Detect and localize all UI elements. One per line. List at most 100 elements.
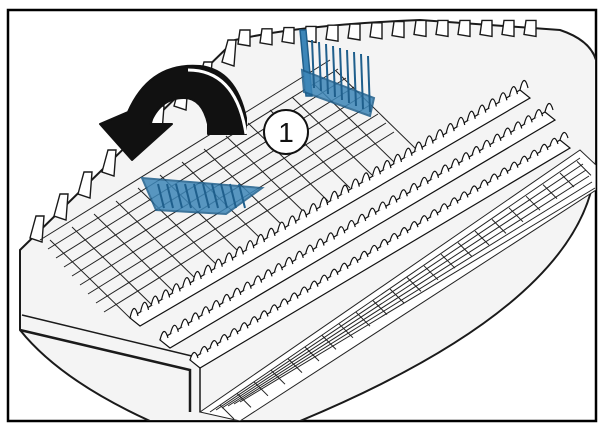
tine	[498, 92, 508, 103]
tine	[414, 141, 424, 152]
grid-line	[115, 200, 197, 280]
grid-line	[39, 59, 331, 241]
tine	[289, 292, 299, 301]
tine	[308, 203, 318, 214]
tine	[379, 238, 389, 248]
tine	[461, 152, 471, 162]
tine	[242, 281, 252, 291]
shelf-line	[559, 172, 575, 188]
tine	[502, 127, 512, 137]
shelf-line	[338, 323, 354, 339]
shelf-line	[372, 300, 388, 315]
upright-tine	[353, 51, 357, 107]
tine	[229, 328, 239, 337]
shelf-line	[355, 311, 371, 327]
upright-tine	[360, 53, 364, 110]
shelf-line	[440, 253, 456, 269]
wall-slot	[281, 26, 295, 45]
shelf-line	[236, 393, 252, 408]
tine	[424, 135, 434, 146]
tine	[284, 256, 294, 267]
tine	[508, 86, 519, 97]
tine	[298, 209, 308, 220]
tine	[513, 121, 523, 131]
tine	[340, 184, 350, 195]
tine	[403, 147, 413, 158]
wall-slot	[479, 19, 493, 38]
shelf-line	[491, 219, 507, 234]
shelf-line	[321, 335, 337, 350]
grid-line	[335, 70, 417, 150]
tine	[211, 300, 221, 310]
tine	[269, 304, 279, 313]
grid-line	[103, 131, 395, 313]
tine	[266, 227, 276, 239]
folded-tine	[229, 183, 237, 209]
tine	[459, 191, 469, 200]
wall-slot	[413, 19, 427, 38]
wall-slot	[101, 149, 117, 177]
shelf-line	[239, 187, 596, 403]
tine	[492, 133, 502, 143]
tine	[253, 275, 263, 285]
tine	[309, 280, 319, 289]
upright-tine	[367, 55, 371, 113]
tine	[299, 286, 309, 295]
tine	[203, 264, 213, 275]
tine	[171, 283, 181, 294]
shelf-line	[215, 163, 584, 411]
upright-tine	[325, 43, 329, 95]
shelf-line	[389, 288, 405, 304]
tine	[239, 322, 249, 331]
tine	[201, 306, 211, 316]
tine	[139, 301, 150, 312]
tine	[409, 183, 419, 193]
basket	[19, 18, 596, 421]
tine	[209, 340, 219, 349]
callout-label: 1	[278, 117, 294, 148]
tine	[234, 246, 244, 257]
tine	[232, 287, 242, 298]
tine	[534, 109, 544, 119]
shelf-line	[270, 369, 286, 385]
tine	[276, 221, 287, 232]
tine	[279, 298, 289, 307]
shelf-line	[576, 161, 592, 176]
shelf-line	[209, 157, 581, 413]
tine	[509, 161, 519, 170]
tine	[445, 123, 455, 134]
callout-1: 1	[263, 109, 309, 155]
tine	[369, 244, 379, 254]
tine	[319, 274, 329, 283]
shelf-outline	[198, 149, 596, 421]
tine	[559, 131, 569, 141]
tine	[245, 240, 255, 251]
wall-slot	[221, 39, 237, 67]
tine	[419, 176, 429, 187]
tine	[325, 232, 336, 242]
folded-tine	[166, 183, 174, 209]
grid-line	[93, 213, 175, 293]
tine	[129, 307, 139, 319]
folded-tine	[175, 183, 183, 209]
wall-slot	[347, 23, 361, 41]
tine	[388, 195, 398, 205]
tine	[449, 197, 459, 206]
tine	[349, 256, 359, 266]
tine	[523, 115, 533, 125]
tine	[361, 172, 371, 183]
tine	[489, 173, 499, 182]
tine	[398, 189, 408, 199]
basket-floor-grid	[39, 59, 417, 319]
tine	[329, 190, 339, 202]
tine	[477, 104, 487, 115]
tine	[544, 102, 554, 113]
folded-tine	[238, 183, 246, 209]
grid-line	[49, 239, 131, 319]
grid-line	[225, 135, 307, 215]
tine	[221, 293, 232, 304]
tine	[159, 330, 169, 341]
folded-tine-section	[140, 176, 265, 216]
shelf-line	[219, 404, 235, 420]
tine	[367, 207, 377, 217]
